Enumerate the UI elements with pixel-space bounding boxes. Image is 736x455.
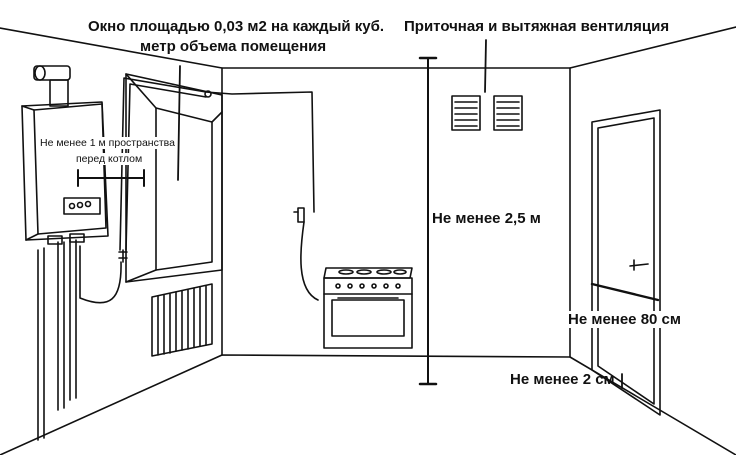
- door-gap-label: Не менее 2 см: [510, 371, 615, 388]
- dimension-lines: [77, 39, 660, 389]
- gas-stove: [323, 267, 413, 349]
- gas-boiler: [21, 65, 109, 441]
- room-walls: [0, 26, 736, 455]
- window-label-line2: метр объема помещения: [140, 38, 327, 55]
- ceiling-height-label: Не менее 2,5 м: [430, 210, 543, 227]
- gas-pipe: [79, 77, 319, 304]
- door: [591, 109, 661, 416]
- radiator: [151, 283, 213, 357]
- ventilation-label: Приточная и вытяжная вентиляция: [404, 18, 670, 35]
- window-label-line1: Окно площадью 0,03 м2 на каждый куб.: [88, 18, 385, 35]
- door-width-label: Не менее 80 см: [566, 311, 683, 328]
- ventilation-grilles: [451, 95, 523, 131]
- boiler-space-label-line1: Не менее 1 м пространства: [38, 137, 177, 149]
- boiler-space-label-line2: перед котлом: [74, 153, 145, 165]
